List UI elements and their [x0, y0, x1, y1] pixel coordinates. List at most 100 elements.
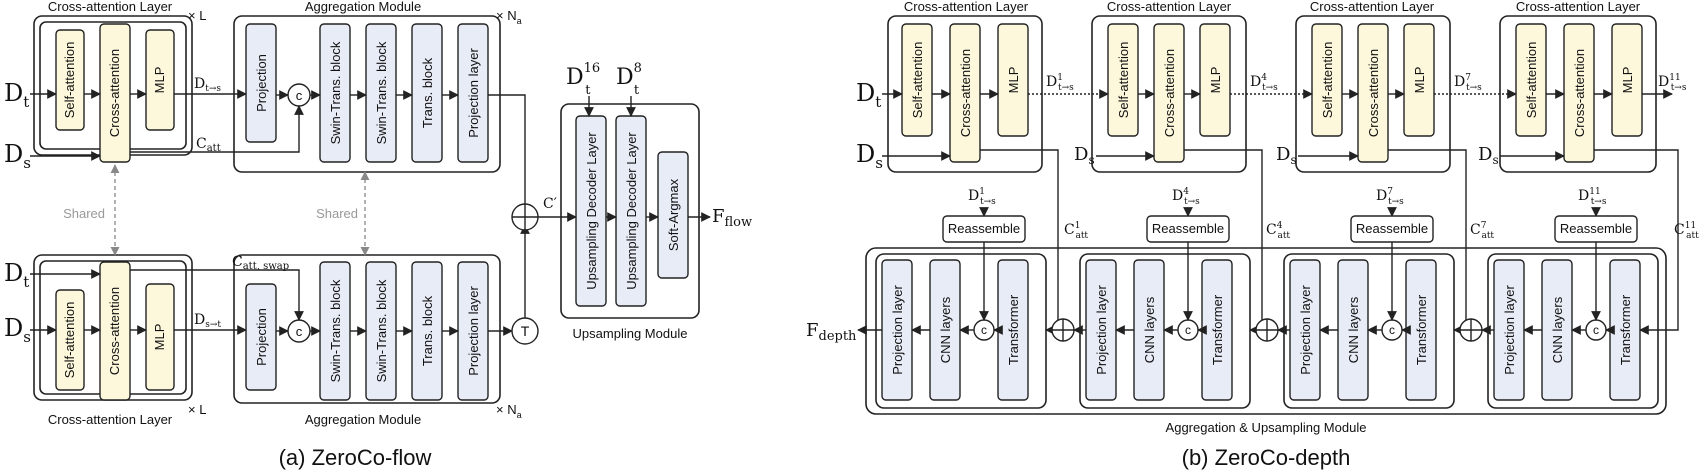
caption-b: (b) ZeroCo-depth [1182, 445, 1351, 470]
svg-text:× Na: × Na [496, 402, 522, 420]
stage-2-cross-attn: Cross-attention Layer Self-attention Cro… [1091, 0, 1247, 173]
svg-text:D7t→s: D7t→s [1454, 73, 1482, 93]
top-cross-attention: Cross-attention [107, 49, 122, 137]
upsampling-module-title: Upsampling Module [573, 326, 688, 341]
agg-upsampling-module: Aggregation & Upsampling Module Projecti… [865, 247, 1667, 435]
stage-1-cross-attn: Cross-attention Layer Self-attention Cro… [887, 0, 1043, 173]
top-projection-layer: Projection layer [466, 48, 481, 138]
soft-argmax: Soft-Argmax [666, 178, 681, 251]
svg-text:CNN layers: CNN layers [1550, 296, 1565, 363]
bottom-ds: D [4, 314, 23, 342]
top-cross-attn-title: Cross-attention Layer [48, 0, 173, 14]
bottom-self-attention: Self-attention [62, 302, 77, 379]
dt16: D [566, 65, 584, 90]
bottom-cross-attn-title: Cross-attention Layer [48, 412, 173, 427]
svg-text:CNN layers: CNN layers [938, 296, 953, 363]
stage-3-cross-attn: Cross-attention Layer Self-attention Cro… [1295, 0, 1451, 173]
svg-text:Ds: Ds [1074, 144, 1095, 167]
svg-text:D8t: D8t [616, 61, 642, 98]
panel-a-connections: Dt Ds Dt→s Catt Dt Ds [4, 76, 577, 346]
bottom-projection: Projection [254, 308, 269, 366]
bottom-aggregation-module: Aggregation Module × Na Projection c Swi… [233, 254, 522, 427]
svg-text:Cross-attention Layer: Cross-attention Layer [1516, 0, 1641, 14]
f-flow: F [712, 206, 725, 227]
reassemble-4: Reassemble [1560, 221, 1632, 236]
svg-text:CNN layers: CNN layers [1346, 296, 1361, 363]
svg-text:Projection layer: Projection layer [890, 285, 905, 375]
top-swin-1: Swin-Trans. block [328, 41, 343, 144]
svg-text:Cross-attention: Cross-attention [1366, 49, 1381, 137]
reassemble-1: Reassemble [948, 221, 1020, 236]
panel-a: Cross-attention Layer × L Self-attention… [4, 0, 752, 470]
bottom-mlp: MLP [152, 324, 167, 351]
shared-links: Shared Shared [63, 164, 370, 256]
svg-text:D4t→s: D4t→s [1250, 73, 1278, 93]
svg-text:Cross-attention Layer: Cross-attention Layer [904, 0, 1029, 14]
svg-text:c: c [1185, 323, 1191, 337]
top-dt: D [4, 79, 23, 107]
top-times-L: × L [188, 8, 206, 23]
svg-text:Catt, swap: Catt, swap [232, 254, 289, 272]
reassemble-3: Reassemble [1356, 221, 1428, 236]
top-trans-block: Trans. block [420, 57, 435, 128]
top-ds: D [4, 140, 23, 168]
bottom-cross-attention-layer: Cross-attention Layer × L Self-attention… [33, 254, 206, 427]
svg-text:Fdepth: Fdepth [806, 320, 857, 344]
shared-label-1: Shared [63, 206, 105, 221]
bottom-dt: D [4, 259, 23, 287]
svg-text:Self-attention: Self-attention [910, 42, 925, 119]
c-prime: C′ [543, 196, 557, 212]
svg-text:Cross-attention: Cross-attention [1162, 49, 1177, 137]
svg-text:D7t→s: D7t→s [1376, 187, 1404, 207]
upsampling-decoder-2: Upsampling Decoder Layer [624, 132, 639, 290]
svg-text:Cross-attention: Cross-attention [1572, 49, 1587, 137]
panel-b: Cross-attention Layer Self-attention Cro… [806, 0, 1699, 470]
upsampling-module: Upsampling Module Upsampling Decoder Lay… [560, 61, 752, 341]
svg-text:c: c [1593, 323, 1599, 337]
svg-text:Self-attention: Self-attention [1524, 42, 1539, 119]
svg-text:D1t→s: D1t→s [1046, 73, 1074, 93]
svg-text:Ds: Ds [856, 140, 883, 172]
top-concat: c [296, 88, 303, 103]
svg-text:Dt→s: Dt→s [194, 76, 221, 94]
svg-text:Dt: Dt [4, 79, 29, 111]
svg-text:D4t→s: D4t→s [1172, 187, 1200, 207]
svg-text:Ds: Ds [4, 314, 31, 346]
svg-text:Projection layer: Projection layer [1298, 285, 1313, 375]
svg-text:Projection layer: Projection layer [1502, 285, 1517, 375]
bottom-concat: c [296, 324, 303, 339]
top-times-Na: × N [496, 8, 517, 23]
svg-text:MLP: MLP [1006, 67, 1021, 94]
bottom-times-L: × L [188, 402, 206, 417]
svg-text:Transformer: Transformer [1006, 294, 1021, 365]
svg-text:Self-attention: Self-attention [1116, 42, 1131, 119]
svg-text:Projection layer: Projection layer [1094, 285, 1109, 375]
bottom-trans-block: Trans. block [420, 295, 435, 366]
top-projection: Projection [254, 54, 269, 112]
transpose-node: T [521, 323, 530, 339]
svg-text:Ds: Ds [1276, 144, 1297, 167]
agg-internal-arrows: Fdepth [806, 318, 1615, 344]
bottom-cross-attention: Cross-attention [107, 287, 122, 375]
agg-upsampling-title: Aggregation & Upsampling Module [1166, 420, 1367, 435]
top-cross-attention-layer: Cross-attention Layer × L Self-attention… [33, 0, 206, 163]
svg-text:Dt: Dt [856, 79, 881, 111]
top-swin-2: Swin-Trans. block [374, 41, 389, 144]
svg-text:Self-attention: Self-attention [1320, 42, 1335, 119]
bottom-projection-layer: Projection layer [466, 286, 481, 376]
d-s-to-t-a: D [194, 312, 205, 328]
svg-text:Fflow: Fflow [712, 206, 752, 230]
svg-text:MLP: MLP [1412, 67, 1427, 94]
svg-text:Ds: Ds [4, 140, 31, 172]
upsampling-decoder-1: Upsampling Decoder Layer [584, 132, 599, 290]
svg-text:Cross-attention Layer: Cross-attention Layer [1107, 0, 1232, 14]
svg-text:CNN layers: CNN layers [1142, 296, 1157, 363]
